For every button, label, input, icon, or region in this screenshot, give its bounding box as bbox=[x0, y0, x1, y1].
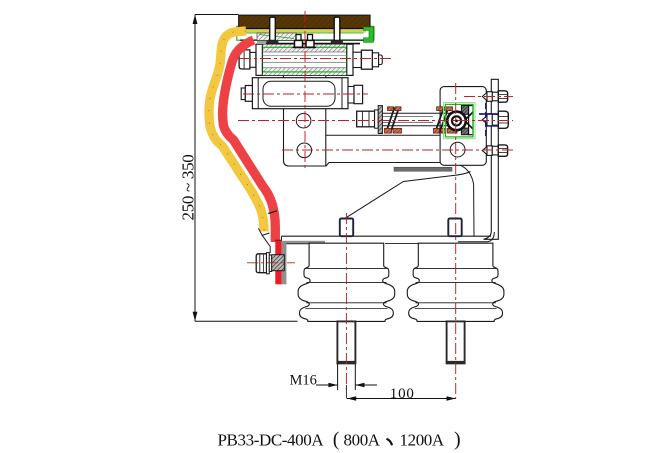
svg-text:M16: M16 bbox=[290, 372, 317, 388]
svg-text:(: ( bbox=[333, 429, 340, 451]
svg-text:PB33-DC-400A: PB33-DC-400A bbox=[218, 431, 325, 450]
svg-text:800A: 800A bbox=[344, 431, 381, 450]
svg-text:1200A: 1200A bbox=[400, 431, 445, 450]
svg-text:100: 100 bbox=[390, 386, 415, 402]
svg-text:250 ~ 350: 250 ~ 350 bbox=[179, 155, 198, 221]
svg-text:): ) bbox=[454, 429, 461, 451]
